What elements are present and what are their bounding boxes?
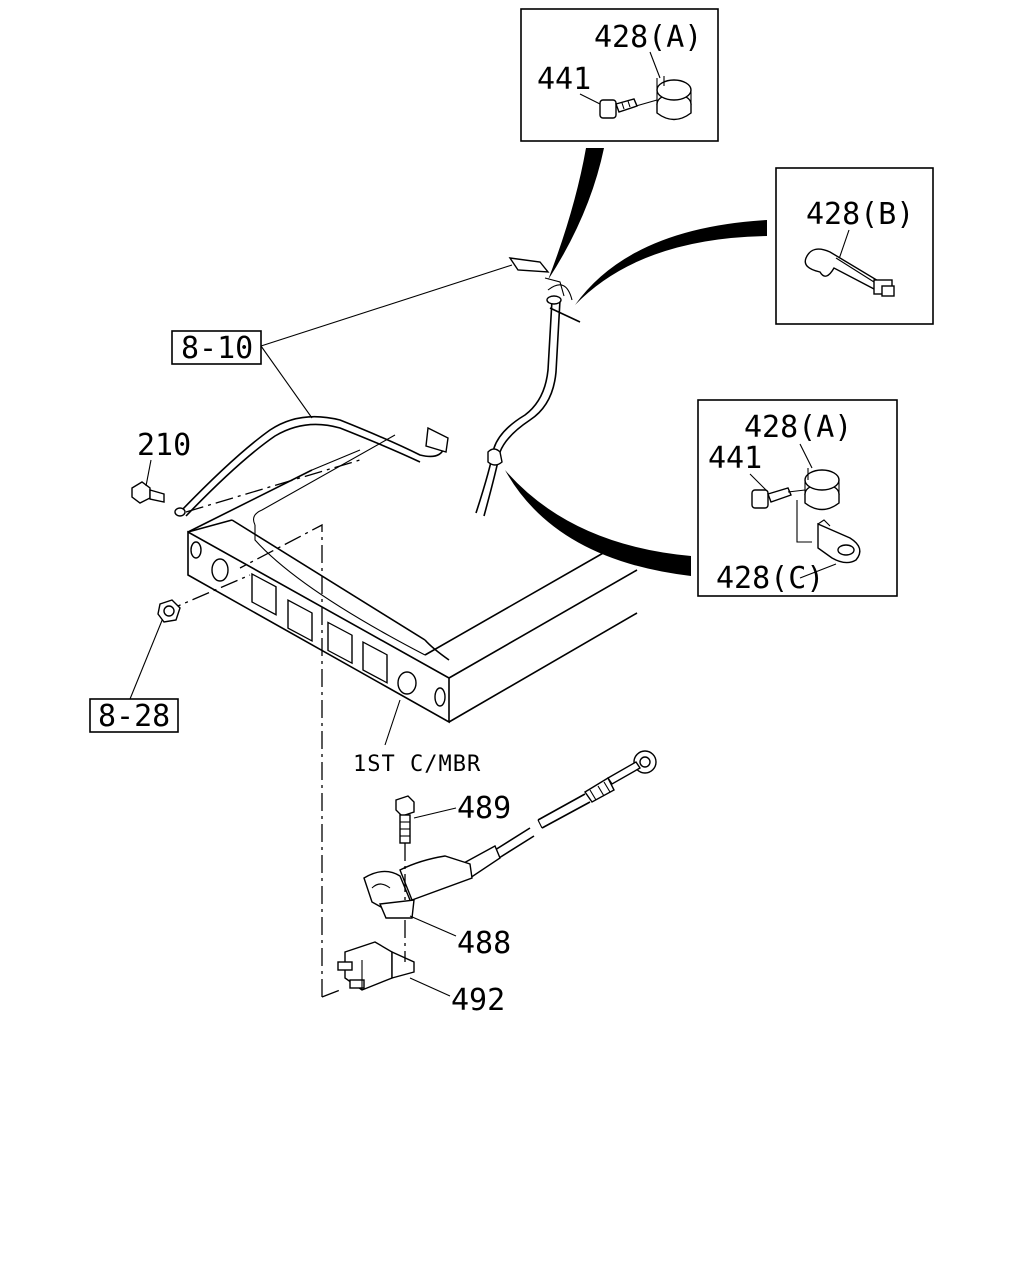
label-428c: 428(C) bbox=[716, 561, 824, 596]
wiring-harness bbox=[179, 257, 581, 517]
inset-top-clip-detail: 428(A) 441 bbox=[520, 8, 719, 280]
cable-tie-428b-icon bbox=[804, 248, 895, 297]
bolt-441-lower-icon bbox=[751, 487, 792, 509]
brake-cable-assembly bbox=[363, 750, 657, 919]
label-ref-8-10: 8-10 bbox=[181, 331, 253, 366]
clip-428c-icon bbox=[817, 519, 861, 564]
label-428a-lower: 428(A) bbox=[744, 410, 852, 445]
label-441-lower: 441 bbox=[708, 441, 762, 476]
flange-nut-icon bbox=[157, 599, 181, 623]
label-488: 488 bbox=[457, 926, 511, 961]
bolt-441-icon bbox=[599, 98, 638, 119]
inset-lower-clip-detail: 428(A) 441 428(C) bbox=[505, 399, 898, 597]
assembly-centerlines bbox=[163, 459, 361, 998]
clip-428a-lower-icon bbox=[787, 468, 840, 511]
label-441-top: 441 bbox=[537, 62, 591, 97]
ref-box-8-28: 8-28 bbox=[89, 617, 179, 734]
inset-right-tie-detail: 428(B) bbox=[575, 167, 934, 325]
label-492: 492 bbox=[451, 983, 505, 1018]
label-1st-crossmember: 1ST C/MBR bbox=[353, 752, 481, 777]
label-428a-top: 428(A) bbox=[594, 20, 702, 55]
label-428b: 428(B) bbox=[806, 197, 914, 232]
switch-492-icon bbox=[337, 920, 415, 991]
crossmember-frame bbox=[187, 434, 638, 746]
label-ref-8-28: 8-28 bbox=[98, 699, 170, 734]
bolt-489-icon bbox=[395, 795, 415, 900]
label-210: 210 bbox=[137, 428, 191, 463]
ref-box-8-10: 8-10 bbox=[171, 264, 513, 419]
label-489: 489 bbox=[457, 791, 511, 826]
ground-bolt-210-icon bbox=[131, 481, 186, 517]
clip-428a-icon bbox=[635, 76, 692, 121]
